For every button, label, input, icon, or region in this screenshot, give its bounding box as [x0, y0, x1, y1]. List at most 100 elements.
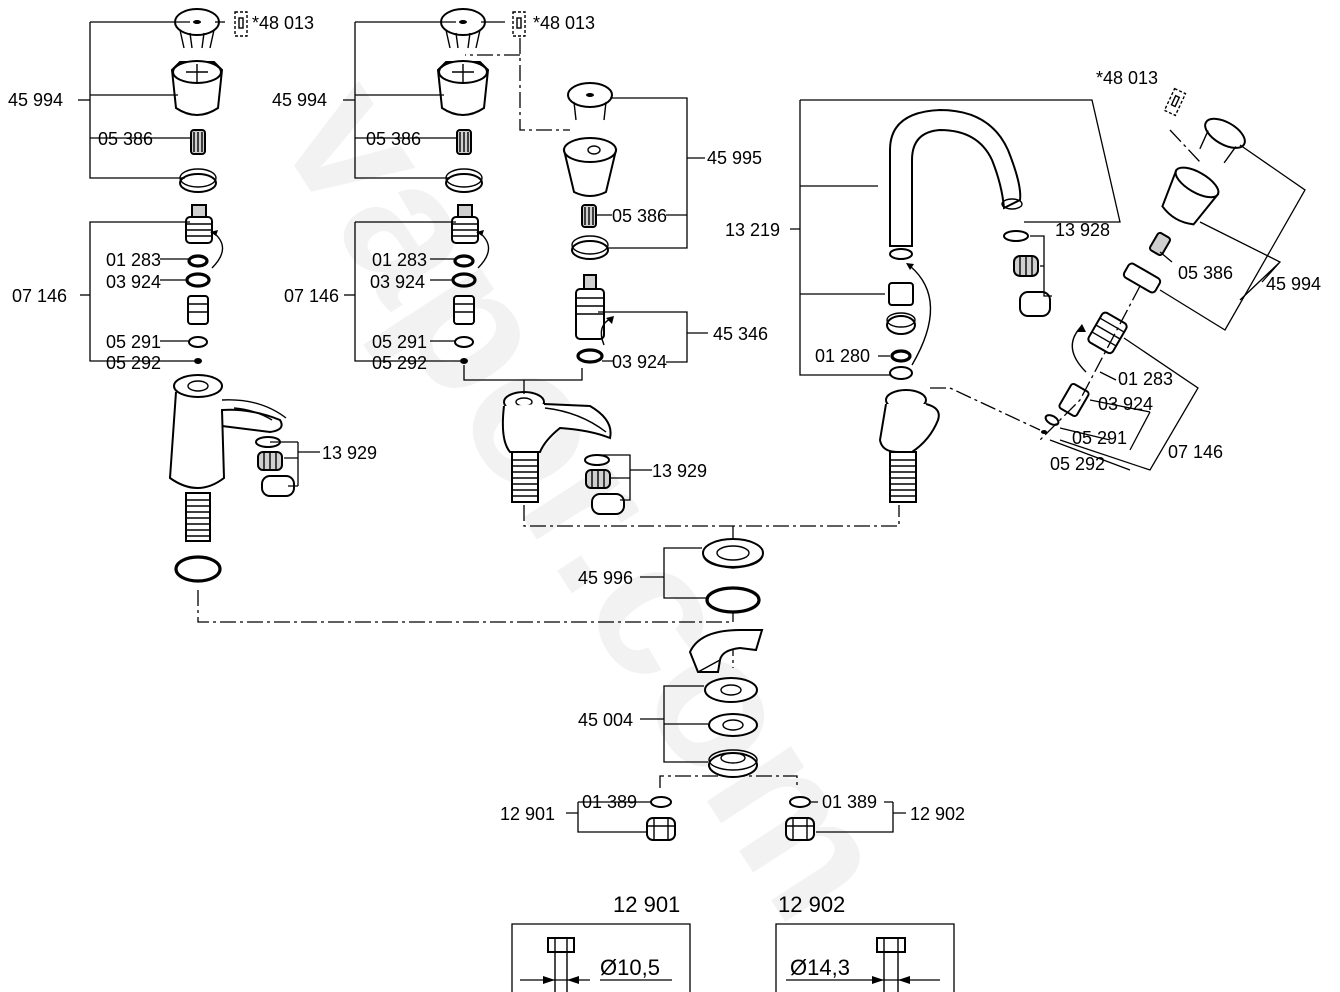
horseshoe-part [688, 629, 764, 673]
part-label: 01 283 [106, 250, 161, 270]
part-label: 45 995 [707, 148, 762, 168]
handle-part [170, 60, 224, 116]
spline-adapter-part [581, 204, 597, 228]
handle-part [1161, 166, 1220, 226]
spout-assembly [790, 99, 1121, 503]
o-ring-part [705, 586, 761, 614]
lock-nut-part [708, 749, 758, 778]
part-label: 03 924 [106, 272, 161, 292]
cover-cap-part [440, 8, 486, 49]
middle-tap-body-part [501, 391, 652, 515]
part-label: 45 994 [8, 90, 63, 110]
washer-part [889, 366, 913, 380]
screw-part [460, 358, 468, 364]
part-label: 05 291 [1072, 428, 1127, 448]
part-label: 45 346 [713, 324, 768, 344]
part-labels: *48 013 45 994 05 386 01 283 03 924 07 1… [8, 13, 1321, 824]
part-label: 12 902 [910, 804, 965, 824]
part-label: 05 292 [372, 353, 427, 373]
part-label: 13 928 [1055, 220, 1110, 240]
part-label: 13 219 [725, 220, 780, 240]
escutcheon-part [702, 538, 764, 569]
union-nut-part [646, 817, 676, 841]
detail-box-title: 12 901 [613, 892, 680, 917]
part-label: 05 292 [106, 353, 161, 373]
part-label: 03 924 [1098, 394, 1153, 414]
headpart-part [185, 204, 224, 269]
base-o-ring-part [174, 555, 222, 583]
spline-adapter-part [1149, 231, 1171, 257]
nut-part [886, 312, 916, 335]
washer-part [188, 336, 208, 348]
screw-part [1041, 430, 1047, 434]
part-label: 05 291 [372, 332, 427, 352]
detail-box-right: 12 902 Ø14,3 [775, 892, 955, 992]
o-ring-part [453, 254, 475, 268]
spout-part [889, 108, 1023, 260]
part-label: 01 389 [582, 792, 637, 812]
part-label: *48 013 [252, 13, 314, 33]
tap-body-part [168, 374, 287, 542]
part-label: 01 283 [372, 250, 427, 270]
o-ring-part [451, 272, 477, 288]
washer-part [650, 796, 672, 808]
sleeve-part [445, 168, 483, 193]
middle-tap-assembly [343, 8, 526, 364]
headpart-part [1087, 311, 1128, 355]
part-label: 13 929 [652, 461, 707, 481]
sleeve-part [571, 235, 609, 260]
part-label: 07 146 [284, 286, 339, 306]
base-mounting-stack [640, 538, 764, 778]
spline-adapter-part [456, 129, 472, 155]
part-label: 13 929 [322, 443, 377, 463]
dimension-label: Ø14,3 [790, 955, 850, 980]
index-insert-part [1163, 87, 1187, 117]
detail-box-left: 12 901 Ø10,5 [511, 892, 691, 992]
cartridge-part [575, 274, 614, 346]
part-label: 01 280 [815, 346, 870, 366]
sleeve-part [1122, 262, 1162, 294]
valve-body-part [453, 295, 475, 325]
aerator-part [257, 451, 295, 497]
spout-body-part [878, 389, 940, 503]
union-nut-part [785, 817, 815, 841]
spline-adapter-part [190, 129, 206, 155]
part-label: 05 386 [612, 206, 667, 226]
part-label: 05 291 [106, 332, 161, 352]
nut-symbol [876, 937, 906, 992]
part-label: 07 146 [12, 286, 67, 306]
aerator-part [1013, 255, 1051, 317]
part-label: 05 292 [1050, 454, 1105, 474]
o-ring-part [185, 272, 211, 288]
part-label: 45 996 [578, 568, 633, 588]
part-label: 45 994 [1266, 274, 1321, 294]
handle-part [562, 137, 618, 197]
index-insert-part [512, 11, 526, 37]
sleeve-part [179, 168, 217, 193]
valve-body-part [1058, 382, 1090, 418]
screw-part [194, 358, 202, 364]
part-label: 07 146 [1168, 442, 1223, 462]
detail-box-title: 12 902 [778, 892, 845, 917]
washer-part [708, 713, 758, 737]
headpart-part [451, 204, 490, 269]
part-label: 01 283 [1118, 369, 1173, 389]
index-insert-part [234, 11, 248, 37]
left-tap-assembly [78, 8, 320, 583]
handle-part [436, 60, 490, 116]
cover-cap-part [174, 8, 220, 49]
washer-part [454, 336, 474, 348]
part-label: *48 013 [533, 13, 595, 33]
right-handle-assembly [1039, 87, 1306, 471]
part-label: *48 013 [1096, 68, 1158, 88]
o-ring-part [576, 348, 604, 364]
o-ring-part [187, 254, 209, 268]
cover-cap-part [567, 82, 613, 121]
valve-body-part [187, 295, 209, 325]
cover-cap-part [1199, 117, 1246, 164]
part-label: 05 386 [98, 129, 153, 149]
part-label: 05 386 [366, 129, 421, 149]
part-label: 45 004 [578, 710, 633, 730]
part-label: 05 386 [1178, 263, 1233, 283]
